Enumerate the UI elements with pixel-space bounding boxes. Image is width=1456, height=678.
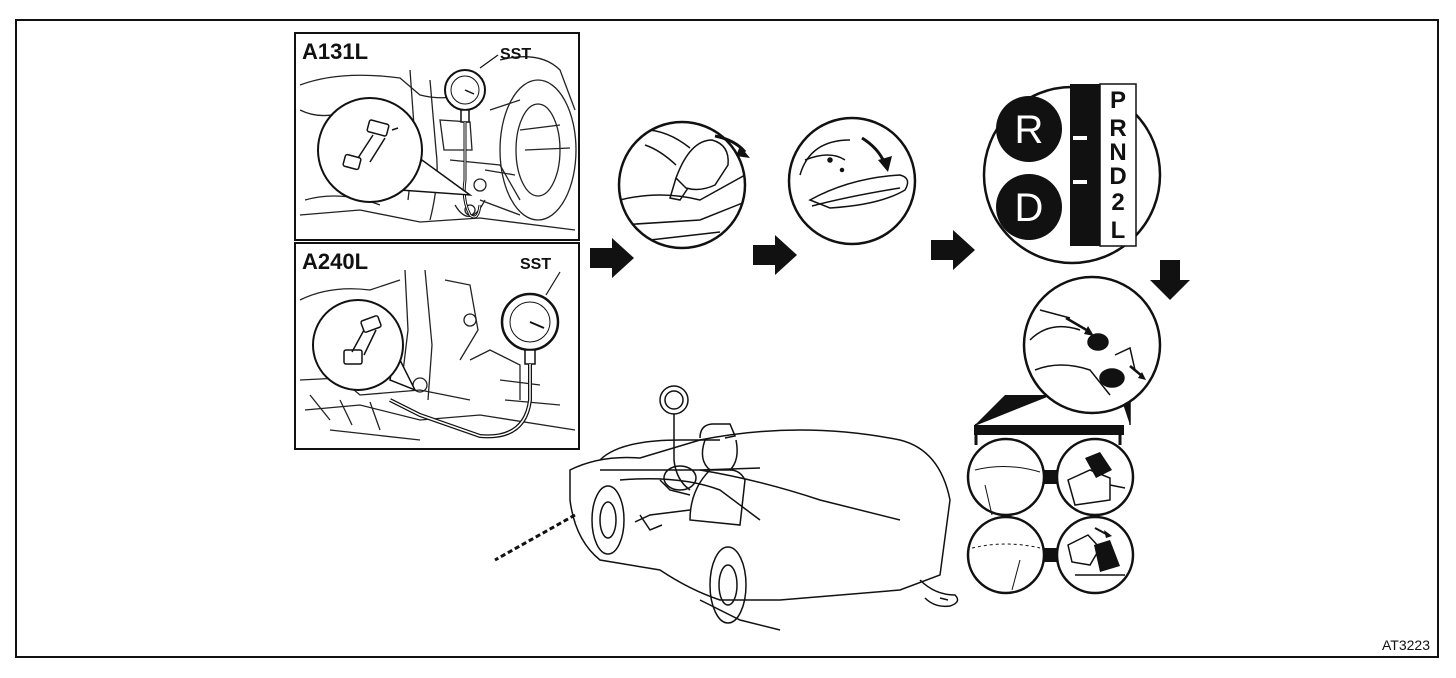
- small-circle-bottom-left: [966, 515, 1064, 595]
- figure-frame: [15, 19, 1439, 658]
- circle-foot-brake: [787, 116, 917, 246]
- gear-r-letter: R: [1015, 108, 1044, 152]
- a131l-pressure-gauge: [444, 54, 499, 219]
- small-circle-top-right: [1055, 437, 1135, 517]
- small-circle-top-left: [966, 437, 1064, 517]
- gate-letter-p: P: [1110, 87, 1126, 114]
- a131l-sst-label: SST: [500, 46, 531, 63]
- a240l-label: A240L: [302, 249, 368, 274]
- pedal-detail-group: [966, 425, 1135, 595]
- a240l-sst-label: SST: [520, 256, 551, 273]
- gate-letter-n: N: [1109, 139, 1126, 166]
- flow-arrows: [590, 230, 1190, 300]
- gear-d-letter: D: [1015, 186, 1044, 230]
- arrow-down: [1150, 260, 1190, 300]
- arrow-right-2: [753, 235, 797, 275]
- circle-parking-brake: [617, 120, 750, 250]
- circle-pedals: [974, 275, 1162, 426]
- a240l-detail-callout: [312, 299, 417, 392]
- gear-d-disc: [996, 174, 1062, 240]
- arrow-right-1: [590, 238, 634, 278]
- panel-a131l: A131L SST: [294, 32, 580, 241]
- gate-letter-l: L: [1111, 217, 1126, 244]
- gate-letter-d: D: [1109, 163, 1126, 190]
- shift-gate-bar: [1070, 84, 1100, 246]
- small-circle-bottom-right: [1055, 515, 1135, 595]
- figure-code: AT3223: [1382, 637, 1430, 653]
- a240l-pressure-gauge: [389, 271, 561, 439]
- arrow-right-3: [931, 230, 975, 270]
- car-illustration: [494, 385, 959, 631]
- gate-letter-r: R: [1109, 115, 1126, 142]
- gate-letter-2: 2: [1111, 189, 1124, 216]
- a131l-engine-sketch: [299, 56, 577, 231]
- panel-a240l: A240L SST: [294, 242, 580, 450]
- a131l-detail-callout: [317, 97, 473, 203]
- shift-indicator: R D P R N D 2 L: [982, 83, 1162, 265]
- a131l-label: A131L: [302, 39, 368, 64]
- gear-r-disc: [996, 96, 1062, 162]
- shift-gate-letters: P R N D 2 L: [1109, 87, 1126, 244]
